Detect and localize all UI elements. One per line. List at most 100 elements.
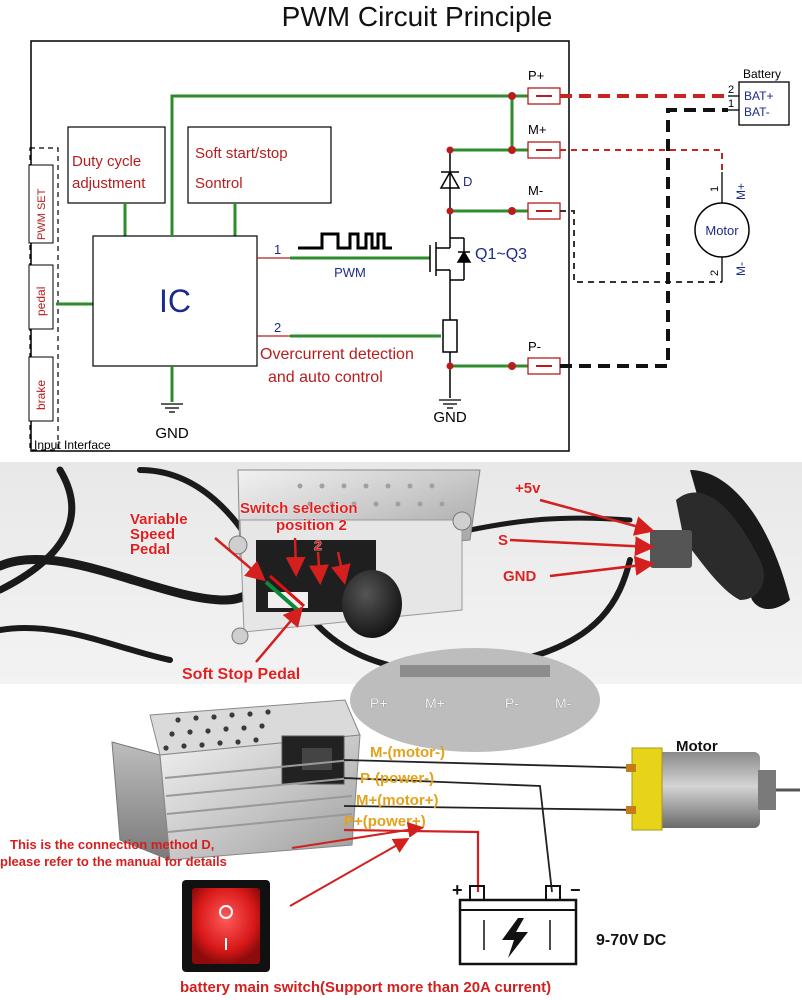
photo1-vents <box>297 483 445 507</box>
wire-label-m-plus: M+(motor+) <box>356 792 439 809</box>
terminal-label-p-plus: P+ <box>528 68 544 83</box>
pin-box-brake <box>28 356 54 422</box>
pin-label-pedal: pedal <box>34 287 48 316</box>
photo1-screw-bottom <box>231 627 249 645</box>
photo1-screw-left <box>228 535 248 555</box>
wire-ext-m-plus <box>560 149 723 172</box>
photo2-switch <box>182 880 270 972</box>
soft-start-block <box>187 126 332 204</box>
motor-neg-label: M- <box>734 262 748 276</box>
terminal-label-m-plus: M+ <box>528 122 546 137</box>
motor-label: Motor <box>705 223 739 238</box>
pin-box-pedal <box>28 264 54 330</box>
mosfet-symbol <box>429 232 472 288</box>
photo2-battery-icon <box>458 885 578 966</box>
circuit-frame <box>30 40 570 452</box>
wire-m-plus-diode <box>450 96 514 152</box>
pin-box-pwm-set <box>28 164 54 244</box>
motor-pin-neg: 2 <box>709 270 721 276</box>
pin1-label: 1 <box>274 242 281 257</box>
duty-cycle-line1: Duty cycle <box>72 153 141 170</box>
battery-plus-label: + <box>452 880 463 900</box>
label-switch-selection-2: position 2 <box>276 517 347 534</box>
photo1-pedal <box>650 470 790 609</box>
photo1-screw-right <box>452 511 472 531</box>
note-line1: This is the connection method D, <box>10 837 214 852</box>
gnd-label-shunt: GND <box>433 409 467 426</box>
page-title: PWM Circuit Principle <box>282 1 553 32</box>
photo2-motor <box>626 747 800 831</box>
label-variable-speed-3: Pedal <box>130 541 170 558</box>
label-switch-selection-1: Switch selection <box>240 500 358 517</box>
soft-start-line1: Soft start/stop <box>195 145 288 162</box>
overcurrent-line1: Overcurrent detection <box>260 346 414 363</box>
photo2-fins <box>164 759 353 833</box>
ground-symbol-shunt <box>439 399 461 409</box>
diode-symbol <box>439 170 461 189</box>
pwm-label: PWM <box>334 265 366 280</box>
label-s-signal: S <box>498 532 508 549</box>
soft-start-line2: Sontrol <box>195 175 243 192</box>
terminal-m-plus <box>527 141 561 159</box>
wire-ext-m-minus <box>560 210 722 283</box>
wire-label-p-minus: P-(power-) <box>360 770 434 787</box>
photo1-knob <box>342 570 402 638</box>
photo2-wires <box>343 759 641 893</box>
battery-minus-label: − <box>570 880 581 900</box>
input-interface-label: Input Interface <box>34 438 111 452</box>
wire-label-p-plus: P+(power+) <box>344 813 426 830</box>
battery-neg-label: BAT- <box>744 105 770 119</box>
photo2-motor-label: Motor <box>676 738 718 755</box>
lightning-icon <box>502 918 528 958</box>
overcurrent-line2: and auto control <box>268 369 383 386</box>
silk-m-minus: M- <box>555 695 572 711</box>
photo2-controller <box>111 699 361 861</box>
motor-pos-label: M+ <box>734 183 748 200</box>
pin2-label: 2 <box>274 320 281 335</box>
gnd-label-ic: GND <box>155 425 189 442</box>
note-line2: please refer to the manual for details <box>0 854 227 869</box>
photo2-vents <box>163 709 271 751</box>
switch-caption: battery main switch(Support more than 20… <box>180 979 551 996</box>
terminal-label-m-minus: M- <box>528 183 543 198</box>
battery-pin-pos: 2 <box>728 84 734 96</box>
pwm-waveform <box>298 232 392 250</box>
silk-m-plus: M+ <box>425 695 445 711</box>
pin-label-brake: brake <box>34 380 48 410</box>
label-soft-stop: Soft Stop Pedal <box>182 666 300 683</box>
label-position-number: 2 <box>314 537 322 553</box>
photo2-closeup <box>350 648 600 752</box>
wire-label-m-minus: M-(motor-) <box>370 744 445 761</box>
battery-pin-neg: 1 <box>728 98 734 110</box>
motor-circle <box>694 202 750 258</box>
ground-symbol-ic <box>161 403 183 413</box>
terminal-m-minus <box>527 202 561 220</box>
junction-dots <box>446 92 516 370</box>
duty-cycle-block <box>67 126 166 204</box>
battery-box <box>738 81 790 126</box>
silk-p-minus: P- <box>505 695 519 711</box>
battery-pos-label: BAT+ <box>744 89 773 103</box>
terminal-p-plus <box>527 87 561 105</box>
terminal-p-minus <box>527 357 561 375</box>
diode-label: D <box>463 174 472 189</box>
ic-block <box>92 235 258 367</box>
photo1-arrows <box>214 498 655 663</box>
motor-pin-pos: 1 <box>709 186 721 192</box>
wire-ic-power <box>170 94 512 236</box>
silk-p-plus: P+ <box>370 695 388 711</box>
duty-cycle-line2: adjustment <box>72 175 146 192</box>
voltage-label: 9-70V DC <box>596 932 667 949</box>
wire-ext-p-minus <box>560 108 728 368</box>
battery-label: Battery <box>743 67 781 81</box>
pin-label-pwm-set: PWM SET <box>36 188 48 240</box>
label-variable-speed-2: Speed <box>130 526 175 543</box>
label-gnd-photo: GND <box>503 568 537 585</box>
label-plus5v: +5v <box>515 480 541 497</box>
label-variable-speed-1: Variable <box>130 511 188 528</box>
mosfet-label: Q1~Q3 <box>475 246 527 263</box>
ic-label: IC <box>159 283 191 319</box>
photo2-arrows <box>289 821 424 907</box>
terminal-label-p-minus: P- <box>528 339 541 354</box>
